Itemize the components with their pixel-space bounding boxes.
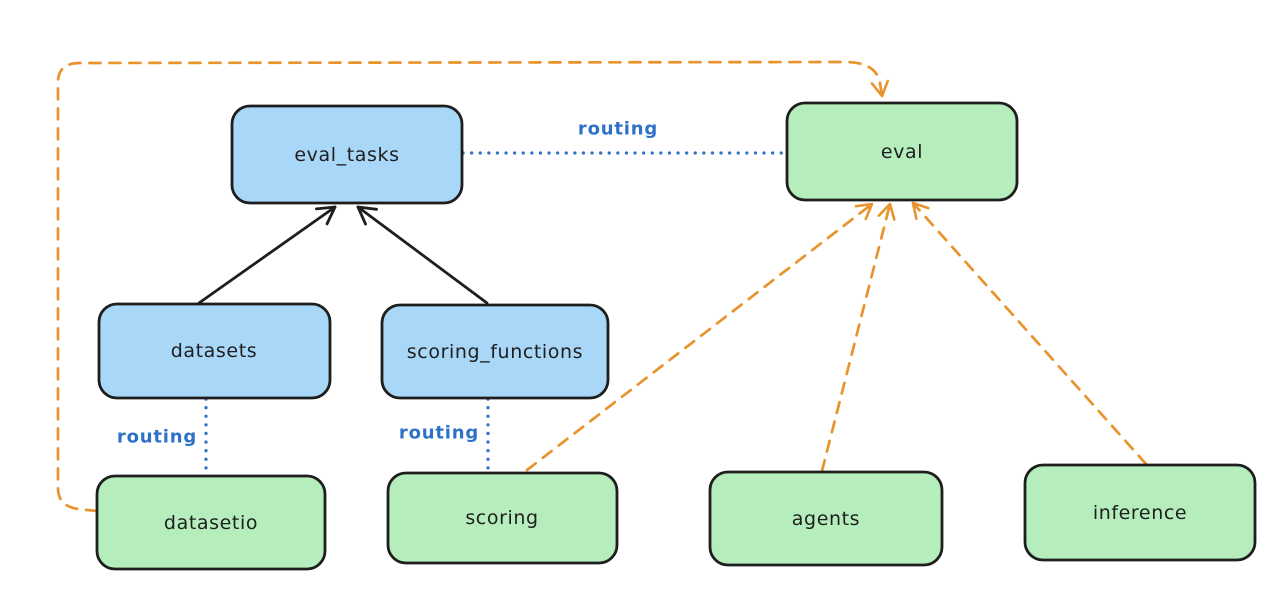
node-eval: eval bbox=[785, 101, 1019, 202]
node-scoring_functions-label: scoring_functions bbox=[407, 341, 583, 363]
node-scoring-label: scoring bbox=[465, 507, 538, 529]
node-datasetio-box bbox=[95, 474, 327, 571]
node-scoring_functions-box bbox=[380, 303, 610, 400]
node-agents-label: agents bbox=[792, 508, 860, 530]
node-datasetio: datasetio bbox=[95, 474, 327, 571]
node-eval-label: eval bbox=[881, 141, 923, 163]
node-datasets-box bbox=[97, 302, 332, 400]
edge-scoring-to-eval bbox=[525, 202, 874, 472]
node-inference: inference bbox=[1023, 463, 1257, 562]
node-datasetio-label: datasetio bbox=[164, 512, 258, 534]
node-datasets-label: datasets bbox=[171, 340, 258, 362]
node-eval_tasks-box bbox=[230, 104, 464, 205]
routing-label-scoring: routing bbox=[399, 423, 479, 444]
routing-label-datasets: routing bbox=[117, 427, 197, 448]
node-agents-box bbox=[708, 470, 944, 567]
edge-datasetio-to-eval bbox=[56, 60, 890, 513]
node-scoring-box bbox=[386, 471, 619, 565]
node-eval-box bbox=[785, 101, 1019, 202]
node-eval_tasks-label: eval_tasks bbox=[294, 144, 399, 166]
node-inference-box bbox=[1023, 463, 1257, 562]
node-datasets: datasets bbox=[97, 302, 332, 400]
edge-datasets-to-eval_tasks bbox=[197, 205, 337, 305]
node-inference-label: inference bbox=[1093, 502, 1187, 524]
node-eval_tasks: eval_tasks bbox=[230, 104, 464, 205]
edge-scoring_functions-to-eval_tasks bbox=[356, 205, 489, 305]
node-agents: agents bbox=[708, 470, 944, 567]
routing-label-top: routing bbox=[578, 119, 658, 140]
node-scoring_functions: scoring_functions bbox=[380, 303, 610, 400]
node-scoring: scoring bbox=[386, 471, 619, 565]
edge-inference-to-eval bbox=[911, 201, 1148, 466]
edge-agents-to-eval bbox=[820, 202, 896, 473]
